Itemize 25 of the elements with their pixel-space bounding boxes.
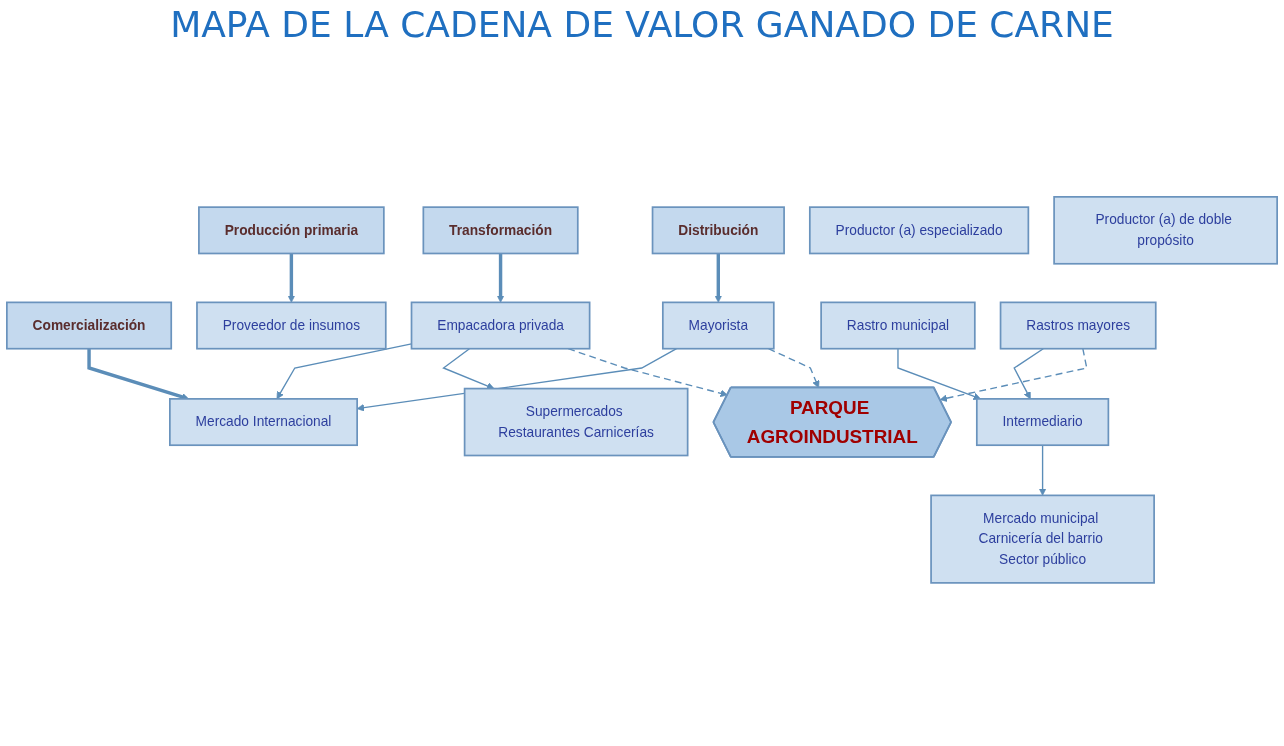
node-box: Mayorista	[661, 301, 775, 350]
arrow	[939, 348, 1088, 403]
arrow	[1013, 348, 1044, 400]
node-box: Mercado municipal Carnicería del barrio Sector público	[930, 494, 1155, 584]
node-box: Distribución	[651, 206, 785, 255]
node-box: Rastros mayores	[999, 301, 1157, 350]
arrow	[442, 348, 495, 390]
node-box: Productor (a) de doble propósito	[1053, 196, 1278, 265]
arrow	[496, 253, 505, 303]
node-box: Intermediario	[975, 398, 1110, 447]
node-box: Supermercados Restaurantes Carnicerías	[463, 387, 689, 457]
node-box: Rastro municipal	[820, 301, 976, 350]
arrow	[1038, 444, 1047, 496]
arrow	[87, 348, 190, 401]
node-box: Mercado Internacional	[169, 398, 358, 447]
node-box: Producción primaria	[198, 206, 385, 255]
arrow	[897, 348, 981, 401]
arrow	[287, 253, 296, 303]
diagram-title: MAPA DE LA CADENA DE VALOR GANADO DE CARNE	[170, 4, 1114, 45]
node-box: Empacadora privada	[410, 301, 591, 350]
node-box: Proveedor de insumos	[196, 301, 387, 350]
node-box: Transformación	[422, 206, 579, 255]
node-box: Productor (a) especializado	[808, 206, 1030, 255]
node-box: Comercialización	[6, 301, 173, 350]
arrow	[714, 253, 723, 303]
